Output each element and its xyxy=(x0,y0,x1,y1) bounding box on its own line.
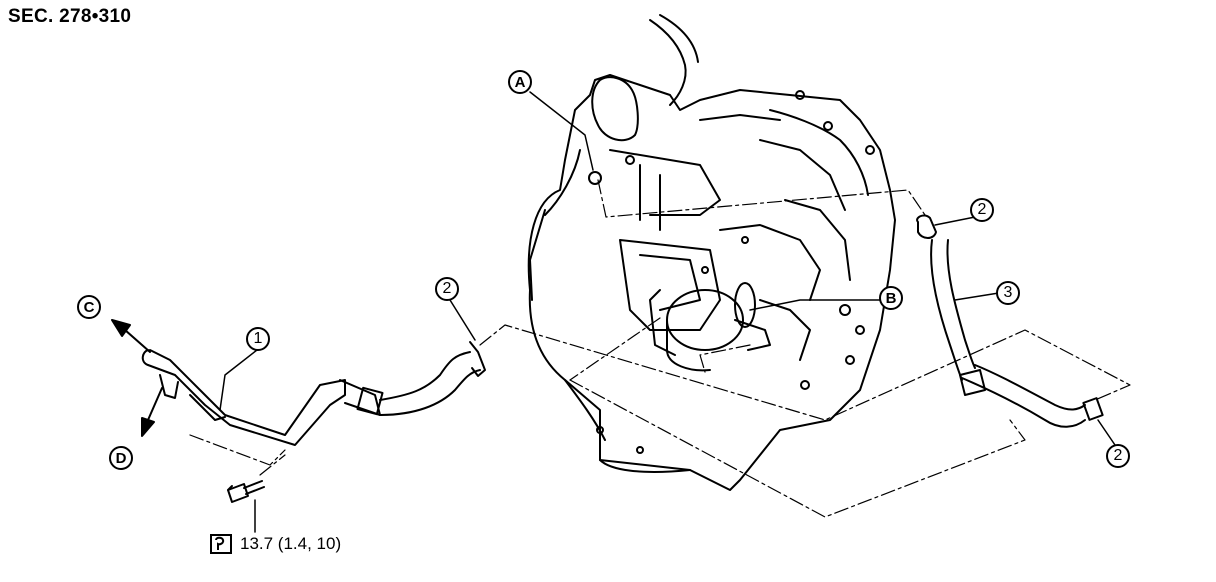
mounting-bolt xyxy=(227,480,265,503)
callout-c: C xyxy=(77,295,101,319)
callout-d: D xyxy=(109,446,133,470)
heater-pipe-1 xyxy=(141,341,486,446)
heater-hose-3 xyxy=(916,214,1104,428)
callout-part-2-top-right: 2 xyxy=(970,198,994,222)
direction-arrow-c xyxy=(111,319,151,353)
engine-assembly xyxy=(527,14,896,491)
callout-part-2-left: 2 xyxy=(435,277,459,301)
torque-wrench-icon xyxy=(210,534,232,554)
callout-part-1: 1 xyxy=(246,327,270,351)
heater-pump xyxy=(649,282,771,372)
section-title: SEC. 278•310 xyxy=(8,6,132,27)
callout-b: B xyxy=(879,286,903,310)
callout-a: A xyxy=(508,70,532,94)
callout-part-2-bottom-right: 2 xyxy=(1106,444,1130,468)
callout-part-3: 3 xyxy=(996,281,1020,305)
leader-lines xyxy=(219,91,1116,533)
direction-arrow-d xyxy=(141,387,163,437)
torque-value: 13.7 (1.4, 10) xyxy=(240,534,342,553)
torque-spec: 13.7 (1.4, 10) xyxy=(210,534,341,554)
reference-lines xyxy=(189,179,1131,518)
